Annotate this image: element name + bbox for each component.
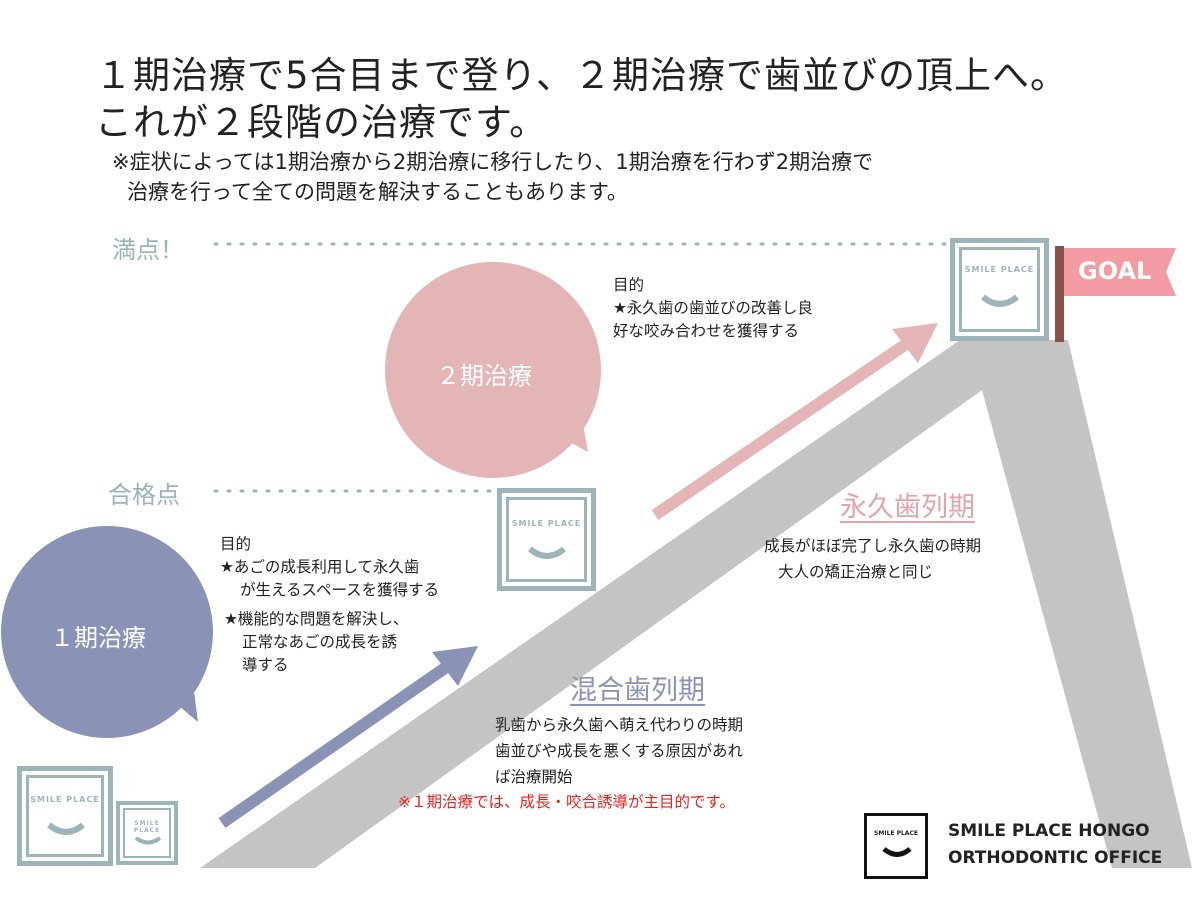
smile-place-logo-start: SMILE PLACE	[17, 766, 113, 866]
phase2-label: ２期治療	[436, 362, 532, 390]
purpose-item-cont: 好な咬み合わせを獲得する	[613, 322, 800, 340]
phase1-bubble	[1, 526, 213, 738]
flag-pole	[1055, 246, 1064, 342]
phase2-bubble	[385, 262, 601, 478]
full-score-label: 満点！	[112, 236, 184, 264]
phase1-arrow	[218, 646, 478, 828]
purpose-item: ★あごの成長利用して永久歯	[220, 558, 420, 576]
desc-line: 乳歯から永久歯へ萌え代わりの時期	[495, 716, 744, 734]
purpose-item: ★永久歯の歯並びの改善し良	[613, 299, 813, 317]
smile-icon	[134, 836, 162, 845]
office-name-line1: SMILE PLACE HONGO	[948, 821, 1150, 841]
office-name-line2: ORTHODONTIC OFFICE	[948, 848, 1163, 868]
mixed-dentition-title: 混合歯列期	[570, 675, 705, 706]
phase1-warning: ※１期治療では、成長・咬合誘導が主目的です。	[398, 793, 735, 811]
note-line2: 治療を行って全ての問題を解決することもあります。	[127, 180, 628, 204]
logo-text: SMILE PLACE	[874, 830, 918, 837]
smile-icon	[981, 294, 1019, 307]
purpose-item: ★機能的な問題を解決し、	[224, 610, 409, 628]
desc-line: 成長がほぼ完了し永久歯の時期	[764, 537, 982, 555]
smile-place-logo-goal: SMILE PLACE	[950, 238, 1049, 341]
phase2-purpose: 目的 ★永久歯の歯並びの改善し良 好な咬み合わせを獲得する	[613, 274, 813, 343]
desc-line: 歯並びや成長を悪くする原因があれ	[495, 742, 744, 760]
logo-text: SMILE PLACE	[964, 265, 1035, 274]
heading-line1: １期治療で5合目まで登り、２期治療で歯並びの頂上へ。	[95, 54, 1069, 97]
office-logo: SMILE PLACE	[864, 813, 928, 879]
logo-text: SMILE PLACE	[511, 519, 582, 528]
smile-icon	[882, 847, 912, 857]
goal-label: GOAL	[1078, 257, 1152, 285]
mixed-dentition-desc: 乳歯から永久歯へ萌え代わりの時期 歯並びや成長を悪くする原因があれ ば治療開始	[495, 712, 743, 790]
logo-text: SMILE PLACE	[30, 795, 100, 804]
smile-place-logo-mid: SMILE PLACE	[497, 488, 596, 591]
phase2-arrow	[651, 323, 938, 520]
note-line1: ※症状によっては1期治療から2期治療に移行したり、1期治療を行わず2期治療で	[112, 150, 874, 174]
goal-flag	[1064, 248, 1176, 296]
phase1-label: １期治療	[50, 624, 146, 652]
smile-icon	[528, 546, 566, 559]
purpose-item-cont: が生えるスペースを獲得する	[240, 581, 440, 599]
purpose-title: 目的	[613, 276, 645, 294]
mountain-path	[200, 340, 1192, 868]
smile-place-logo-small: SMILE PLACE	[116, 801, 178, 865]
desc-line: 大人の矯正治療と同じ	[778, 563, 934, 581]
permanent-dentition-desc: 成長がほぼ完了し永久歯の時期 大人の矯正治療と同じ	[764, 533, 981, 585]
desc-line: ば治療開始	[495, 768, 573, 786]
purpose-title: 目的	[220, 535, 252, 553]
purpose-item-cont: 導する	[242, 656, 289, 674]
heading-line2: これが２段階の治療です。	[95, 101, 548, 144]
phase1-purpose: 目的 ★あごの成長利用して永久歯 が生えるスペースを獲得する ★機能的な問題を解…	[220, 533, 439, 677]
logo-text: SMILE PLACE	[133, 820, 161, 834]
purpose-item-cont: 正常なあごの成長を誘	[242, 633, 398, 651]
permanent-dentition-title: 永久歯列期	[840, 492, 975, 523]
smile-icon	[47, 822, 85, 835]
office-name: SMILE PLACE HONGO ORTHODONTIC OFFICE	[948, 818, 1162, 872]
pass-label: 合格点	[108, 481, 180, 509]
